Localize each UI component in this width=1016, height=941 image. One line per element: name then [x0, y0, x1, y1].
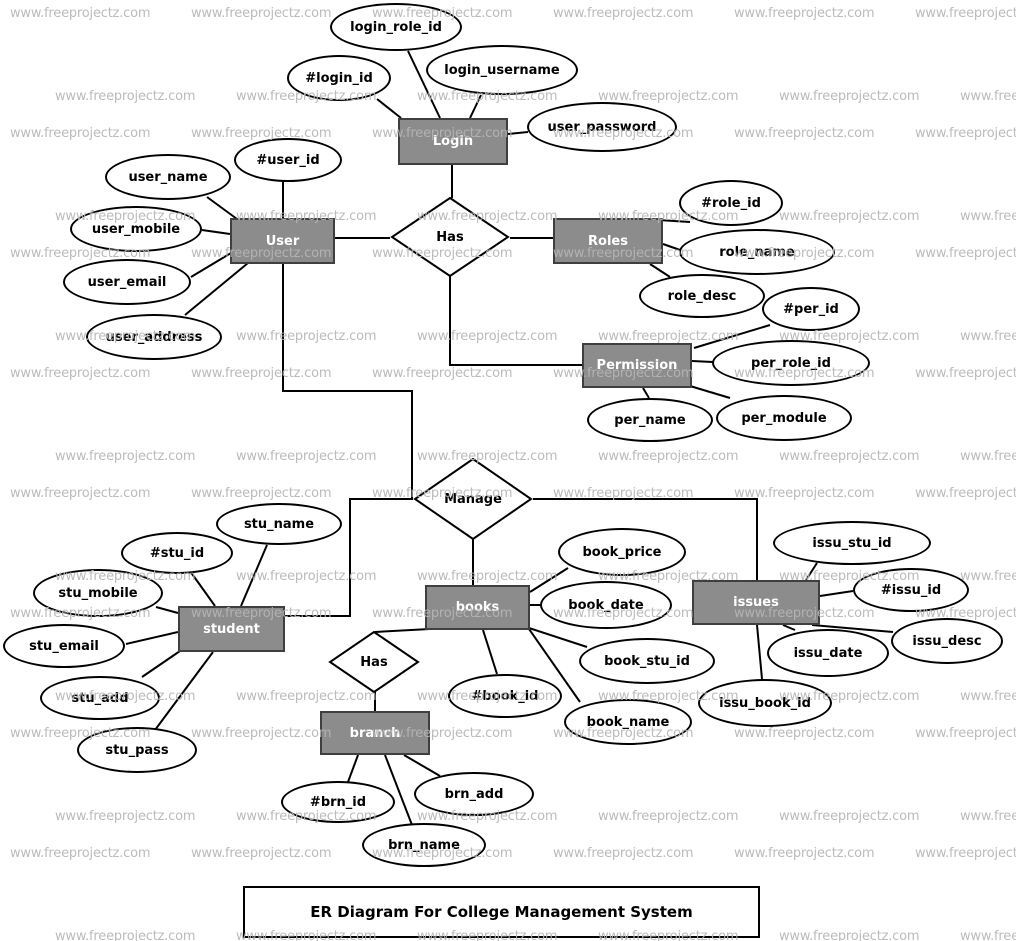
- diamond-shape: [328, 631, 420, 693]
- attribute-role-id: #role_id: [679, 180, 783, 226]
- entity-branch: branch: [320, 711, 430, 755]
- connector-attr: [469, 94, 482, 119]
- connector-attr: [649, 263, 671, 278]
- entity-student: student: [178, 606, 285, 652]
- attribute-login-username: login_username: [426, 45, 578, 95]
- connector-attr: [805, 562, 818, 581]
- entity-login: Login: [398, 118, 508, 165]
- attribute-stu-email: stu_email: [3, 624, 125, 668]
- attribute-login-role-id: login_role_id: [330, 3, 462, 51]
- attribute-stu-add: stu_add: [40, 676, 160, 720]
- attribute-stu-name: stu_name: [216, 503, 342, 545]
- connector-attr: [528, 628, 581, 703]
- connector-has-permission: [449, 276, 582, 366]
- connector-attr: [811, 624, 894, 633]
- connector-attr: [482, 629, 498, 675]
- attribute-issu-id: #issu_id: [853, 568, 969, 612]
- connector-attr: [782, 624, 796, 631]
- attribute-per-name: per_name: [587, 398, 713, 442]
- attribute-book-date: book_date: [540, 581, 672, 629]
- relationship-label: Manage: [444, 491, 502, 507]
- attribute-stu-pass: stu_pass: [77, 727, 197, 773]
- connector-books-has2: [374, 628, 431, 633]
- attribute-user-name: user_name: [105, 154, 231, 200]
- connector-attr: [819, 590, 854, 597]
- connector-attr: [403, 754, 441, 777]
- attribute-per-role-id: per_role_id: [712, 340, 870, 386]
- attribute-stu-id: #stu_id: [121, 532, 233, 574]
- relationship-has-books-branch: Has: [328, 631, 420, 693]
- connector-attr: [657, 219, 691, 223]
- diamond-shape: [390, 197, 510, 277]
- connector-attr: [347, 754, 359, 783]
- entity-roles: Roles: [553, 218, 663, 264]
- connector-attr: [407, 50, 441, 119]
- connector-attr: [642, 387, 650, 399]
- attribute-brn-name: brn_name: [362, 823, 486, 867]
- connector-attr: [240, 544, 268, 607]
- relationship-label: Has: [360, 654, 388, 670]
- attribute-user-password: user_password: [527, 102, 677, 152]
- connector-attr: [689, 385, 731, 399]
- relationship-has-login-user-roles: Has: [390, 197, 510, 277]
- connector-attr: [507, 131, 529, 135]
- attribute-role-name: role_name: [679, 229, 835, 275]
- relationship-label: Has: [436, 229, 464, 245]
- connector-attr: [662, 243, 681, 251]
- connector-attr: [529, 567, 569, 593]
- attribute-book-stu-id: book_stu_id: [579, 638, 715, 684]
- connector-attr: [693, 324, 771, 349]
- entity-issues: issues: [692, 580, 820, 625]
- connector-attr: [201, 229, 231, 235]
- connector-attr: [206, 196, 238, 220]
- entity-books: books: [425, 585, 530, 630]
- connector-attr: [384, 754, 413, 826]
- connector-manage-issues: [533, 498, 758, 580]
- connector-attr: [184, 262, 249, 316]
- attribute-issu-date: issu_date: [767, 629, 889, 677]
- attribute-user-id: #user_id: [234, 138, 342, 182]
- attribute-per-id: #per_id: [762, 287, 860, 331]
- connector-attr: [190, 252, 232, 278]
- connector-attr: [189, 570, 216, 607]
- connector-attr: [154, 651, 214, 731]
- attribute-brn-id: #brn_id: [281, 781, 395, 823]
- connector-attr: [155, 606, 179, 614]
- attribute-user-email: user_email: [63, 259, 191, 305]
- connector-attr: [141, 650, 181, 678]
- attribute-book-name: book_name: [564, 699, 692, 745]
- relationship-manage: Manage: [413, 458, 533, 540]
- diamond-shape: [413, 458, 533, 540]
- entity-permission: Permission: [582, 343, 692, 388]
- attribute-user-mobile: user_mobile: [70, 206, 202, 252]
- connector-attr: [691, 360, 714, 363]
- entity-user: User: [230, 218, 335, 264]
- connector-manage-student: [285, 498, 413, 617]
- attribute-per-module: per_module: [716, 395, 852, 441]
- attribute-issu-book-id: issu_book_id: [698, 679, 832, 727]
- attribute-user-address: user_address: [86, 314, 222, 360]
- connector-attr: [528, 627, 588, 648]
- attribute-role-desc: role_desc: [639, 274, 765, 318]
- attribute-issu-desc: issu_desc: [891, 618, 1003, 664]
- connector-attr: [756, 624, 763, 680]
- attribute-issu-stu-id: issu_stu_id: [773, 521, 931, 565]
- connector-user-manage: [282, 264, 413, 499]
- connector-attr: [125, 631, 179, 645]
- connector-attr: [376, 98, 402, 119]
- attribute-brn-add: brn_add: [414, 772, 534, 816]
- attribute-book-price: book_price: [558, 528, 686, 576]
- attribute-stu-mobile: stu_mobile: [33, 569, 163, 617]
- diagram-title: ER Diagram For College Management System: [243, 886, 760, 938]
- attribute-login-id: #login_id: [287, 55, 391, 101]
- attribute-book-id: #book_id: [448, 674, 562, 718]
